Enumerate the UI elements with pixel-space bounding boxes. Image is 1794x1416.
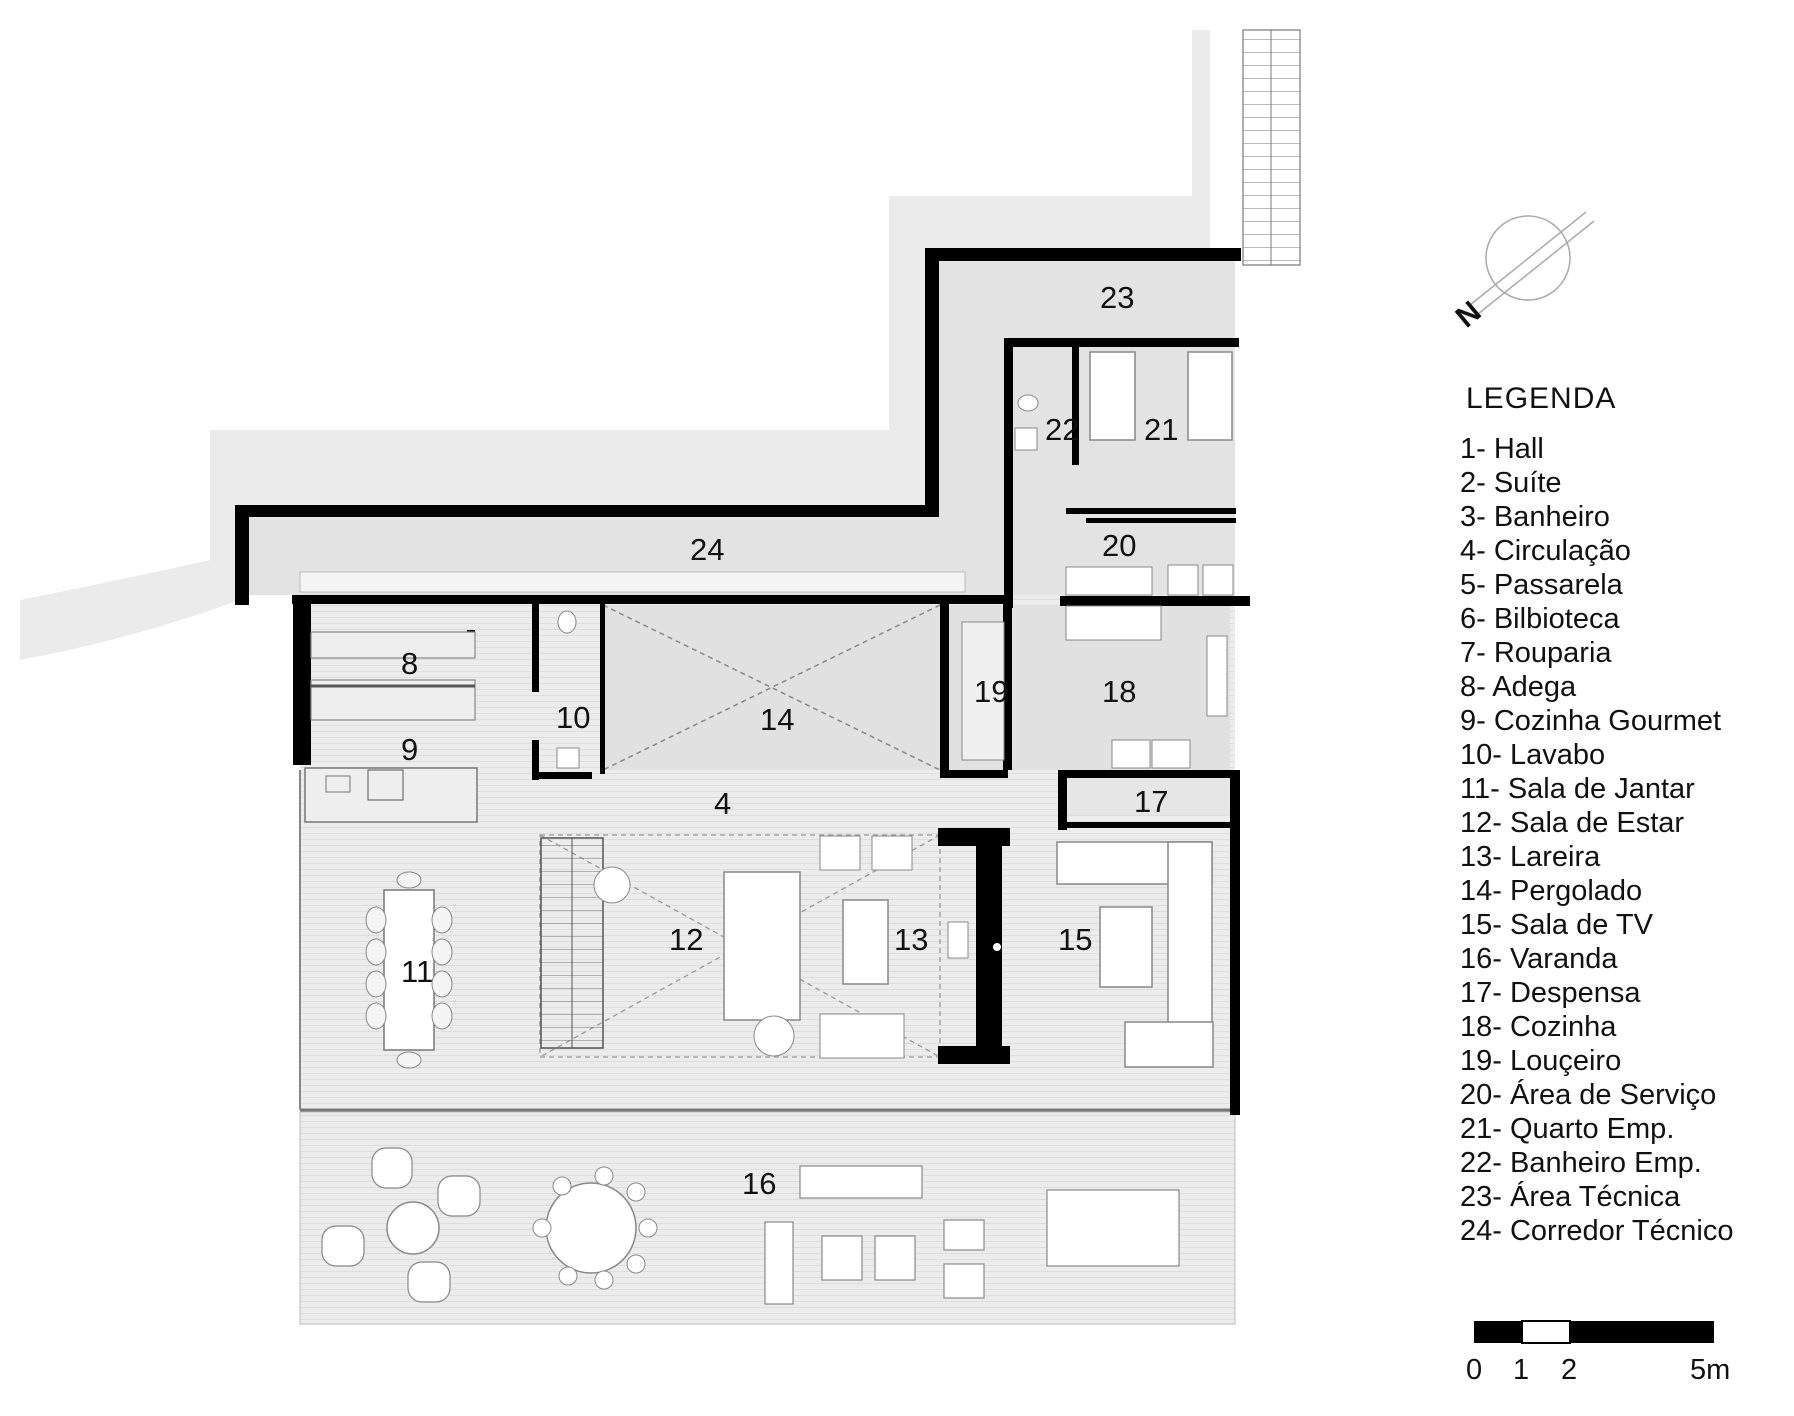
room-label-22: 22: [1045, 412, 1079, 447]
veranda-round-table: [545, 1182, 637, 1274]
legend-item: 22- Banheiro Emp.: [1460, 1147, 1702, 1179]
legend-item: 20- Área de Serviço: [1460, 1079, 1717, 1111]
legend-item: 11- Sala de Jantar: [1460, 773, 1695, 805]
legend-item: 21- Quarto Emp.: [1460, 1113, 1675, 1145]
room-label-4: 4: [714, 786, 731, 821]
legend-item: 8- Adega: [1460, 671, 1577, 703]
legend-item: 15- Sala de TV: [1460, 909, 1653, 941]
legend-item: 19- Louçeiro: [1460, 1045, 1622, 1077]
room-label-20: 20: [1102, 528, 1136, 563]
legend-item: 7- Rouparia: [1460, 637, 1612, 669]
legend-item: 14- Pergolado: [1460, 875, 1643, 907]
legend-item: 3- Banheiro: [1460, 501, 1610, 533]
room-label-10: 10: [556, 700, 590, 735]
room-label-15: 15: [1058, 922, 1092, 957]
room-label-19: 19: [974, 674, 1008, 709]
scale-label-1: 1: [1513, 1354, 1530, 1386]
terrain-band: [20, 30, 1210, 660]
legend-item: 16- Varanda: [1460, 943, 1618, 975]
room-label-16: 16: [742, 1166, 776, 1201]
north-arrow-icon: [1469, 211, 1595, 315]
room-label-17: 17: [1134, 784, 1168, 819]
room-label-18: 18: [1102, 674, 1136, 709]
legend-item: 9- Cozinha Gourmet: [1460, 705, 1722, 737]
scale-label-0: 0: [1466, 1354, 1483, 1386]
legend-item: 23- Área Técnica: [1460, 1181, 1681, 1213]
legend-item: 5- Passarela: [1460, 569, 1623, 601]
pergola-floor: [600, 605, 940, 770]
room-label-24: 24: [690, 532, 724, 567]
legend-list: 1- Hall 2- Suíte 3- Banheiro 4- Circulaç…: [1460, 432, 1780, 1248]
scale-bar: [1474, 1320, 1714, 1344]
legend-item: 13- Lareira: [1460, 841, 1601, 873]
legend: LEGENDA 1- Hall 2- Suíte 3- Banheiro 4- …: [1460, 382, 1780, 1248]
legend-item: 2- Suíte: [1460, 467, 1562, 499]
room-label-9: 9: [401, 732, 418, 767]
room-label-14: 14: [760, 702, 794, 737]
gourmet-counter: [304, 767, 478, 823]
dining-table: [383, 889, 435, 1051]
adega-shelf: [310, 631, 476, 659]
scale-label-5m: 5m: [1690, 1354, 1731, 1386]
legend-item: 6- Bilbioteca: [1460, 603, 1620, 635]
room-label-23: 23: [1100, 280, 1134, 315]
legend-item: 4- Circulação: [1460, 535, 1631, 567]
room-label-21: 21: [1144, 412, 1178, 447]
walls: [235, 248, 1250, 1115]
legend-item: 12- Sala de Estar: [1460, 807, 1685, 839]
room-label-12: 12: [669, 922, 703, 957]
legend-item: 17- Despensa: [1460, 977, 1641, 1009]
legend-item: 24- Corredor Técnico: [1460, 1215, 1734, 1247]
scale-label-2: 2: [1561, 1354, 1578, 1386]
room-label-8: 8: [401, 646, 418, 681]
room-label-13: 13: [894, 922, 928, 957]
legend-item: 18- Cozinha: [1460, 1011, 1617, 1043]
pantry-floor: [1060, 775, 1230, 815]
legend-item: 1- Hall: [1460, 433, 1544, 465]
legend-item: 10- Lavabo: [1460, 739, 1606, 771]
sofa-living: [723, 871, 801, 1021]
legend-title: LEGENDA: [1466, 382, 1617, 415]
room-label-11: 11: [401, 954, 433, 989]
corridor-glazing: [299, 571, 966, 593]
